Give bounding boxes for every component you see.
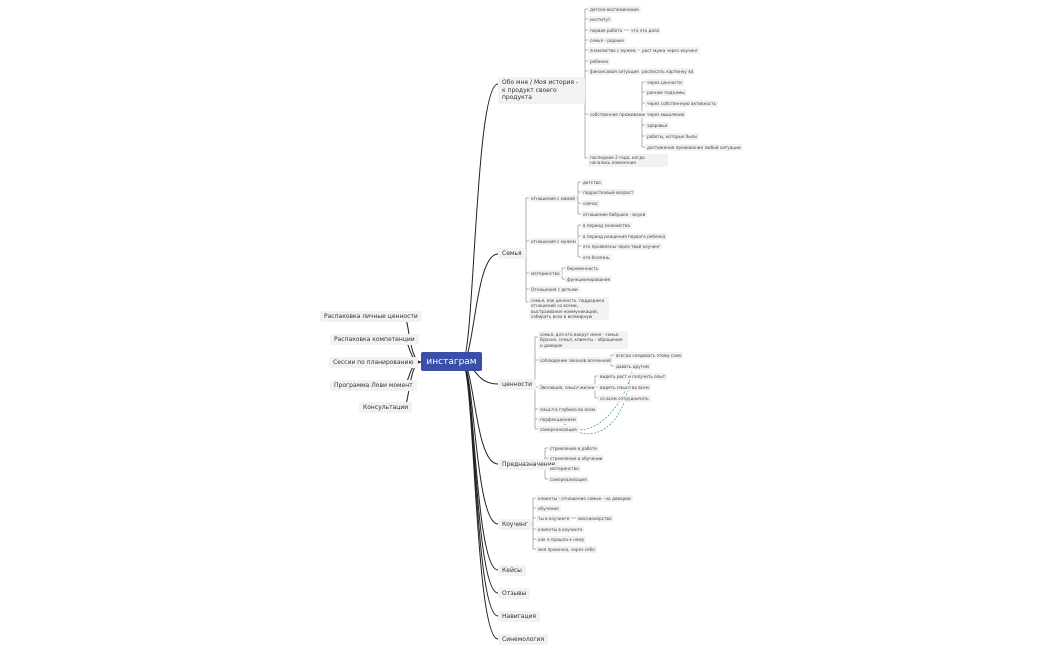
detail-node[interactable]: через собственную активность [645,100,719,107]
subtopic-node[interactable]: смысл в глубина во всем [538,406,598,413]
subtopic-node[interactable]: семья - родные [588,37,626,44]
subtopic-node[interactable]: Эволюция, смысл жизни [538,384,597,391]
subtopic-node[interactable]: как я пришла к нему [536,536,587,543]
subtopic-node[interactable]: отношения с мужем [529,238,578,245]
subtopic-node[interactable]: Отношения с детьми [529,286,580,293]
subtopic-node[interactable]: самореализация [538,426,579,433]
subtopic-node[interactable]: семья, как ценность. поддержка отношений… [529,297,609,320]
detail-node[interactable]: давать другим [614,363,651,370]
branch-node-cinemology[interactable]: Синемология [498,634,549,645]
left-branch-node[interactable]: Распаковка личные ценности [320,311,422,322]
detail-node[interactable]: видеть смысл во всем [598,384,651,391]
detail-node[interactable]: достижения проживания любой ситуации [645,144,743,151]
subtopic-node[interactable]: ребенок [588,58,611,65]
branch-node-navigation[interactable]: Навигация [498,611,541,622]
detail-node[interactable]: что это дало [629,27,662,34]
detail-node[interactable]: сейчас [581,200,600,207]
left-branch-node[interactable]: Распаковка компетенции [330,334,419,345]
detail-node[interactable]: функционирование [565,276,613,283]
subtopic-node[interactable]: обучение [536,505,561,512]
subtopic-node[interactable]: знакомство с мужем [588,47,638,54]
subtopic-node[interactable]: перфекционизм [538,416,578,423]
detail-node[interactable]: беременность [565,265,601,272]
detail-node[interactable]: рост мужа через коучинг [640,47,701,54]
detail-node[interactable]: его проявлены через твой коучинг [581,243,663,250]
left-branch-node[interactable]: Программа Лови момент [330,380,417,391]
detail-node[interactable]: через мышление [645,111,687,118]
detail-node[interactable]: через ценности [645,79,684,86]
detail-node[interactable]: работы, которые были [645,133,700,140]
detail-node[interactable]: ранние подъемы [645,89,687,96]
subtopic-node[interactable]: детско-воспоминание [588,6,641,13]
branch-node-family[interactable]: Семья [498,248,526,259]
subtopic-node[interactable]: семья, для кто вокруг меня - семья. Вдох… [538,331,628,349]
subtopic-node[interactable]: клиенты в коучинге [536,526,585,533]
subtopic-node[interactable]: самореализация [548,476,589,483]
detail-node[interactable]: всегда следовать этому само [614,352,684,359]
relation-link [567,374,631,435]
detail-node[interactable]: росписать картинку $$ [640,68,696,75]
subtopic-node[interactable]: материнство [548,465,581,472]
branch-node-about[interactable]: Обо мне / Моя история - к продукт своего… [498,77,585,104]
left-branch-node[interactable]: Сессии по планированию [329,357,418,368]
detail-node[interactable]: подростковый возраст [581,189,636,196]
subtopic-node[interactable]: первая работа [588,27,625,34]
subtopic-node[interactable]: отношения с мамой [529,195,577,202]
subtopic-node[interactable]: собственное проживание [588,111,649,118]
branch-node-values[interactable]: ценности [498,379,536,390]
branch-node-reviews[interactable]: Отзывы [498,588,531,599]
detail-node[interactable]: миссионерство [576,515,614,522]
subtopic-node[interactable]: последние 2 года, когда начались изменен… [588,154,668,167]
detail-node[interactable]: в период рождения первого ребенка [581,233,668,240]
connector-line [461,361,499,640]
left-branch-node[interactable]: Консультации [359,402,413,413]
subtopic-node[interactable]: стремление в обучении [548,455,605,462]
branch-node-cases[interactable]: Кейсы [498,565,526,576]
subtopic-node[interactable]: моя прокачка, через себя [536,546,597,553]
detail-node[interactable]: его болезнь [581,254,612,261]
subtopic-node[interactable]: финансовая ситуация [588,68,641,75]
detail-node[interactable]: в период знакомства [581,222,632,229]
subtopic-node[interactable]: ты в коучинге [536,515,572,522]
detail-node[interactable]: здоровье [645,122,670,129]
detail-node[interactable]: видеть рост и получить опыт [598,373,668,380]
detail-node[interactable]: детство [581,179,603,186]
branch-node-coaching[interactable]: Коучинг [498,519,533,530]
connector-line [461,361,499,617]
connector-line [461,253,499,363]
detail-node[interactable]: со всем сотрудничать [598,395,651,402]
connector-line [461,83,499,363]
subtopic-node[interactable]: клиенты - отношение самые - на доверии [536,495,633,502]
root-node[interactable]: инстаграм [421,352,482,371]
subtopic-node[interactable]: соблюдение законов вселенной [538,357,613,364]
subtopic-node[interactable]: материнство [529,270,562,277]
detail-node[interactable]: отношение бабушка - внуки [581,211,648,218]
subtopic-node[interactable]: стремление в работе [548,445,599,452]
branch-node-purpose[interactable]: Предназначение [498,459,560,470]
subtopic-node[interactable]: институт [588,16,613,23]
